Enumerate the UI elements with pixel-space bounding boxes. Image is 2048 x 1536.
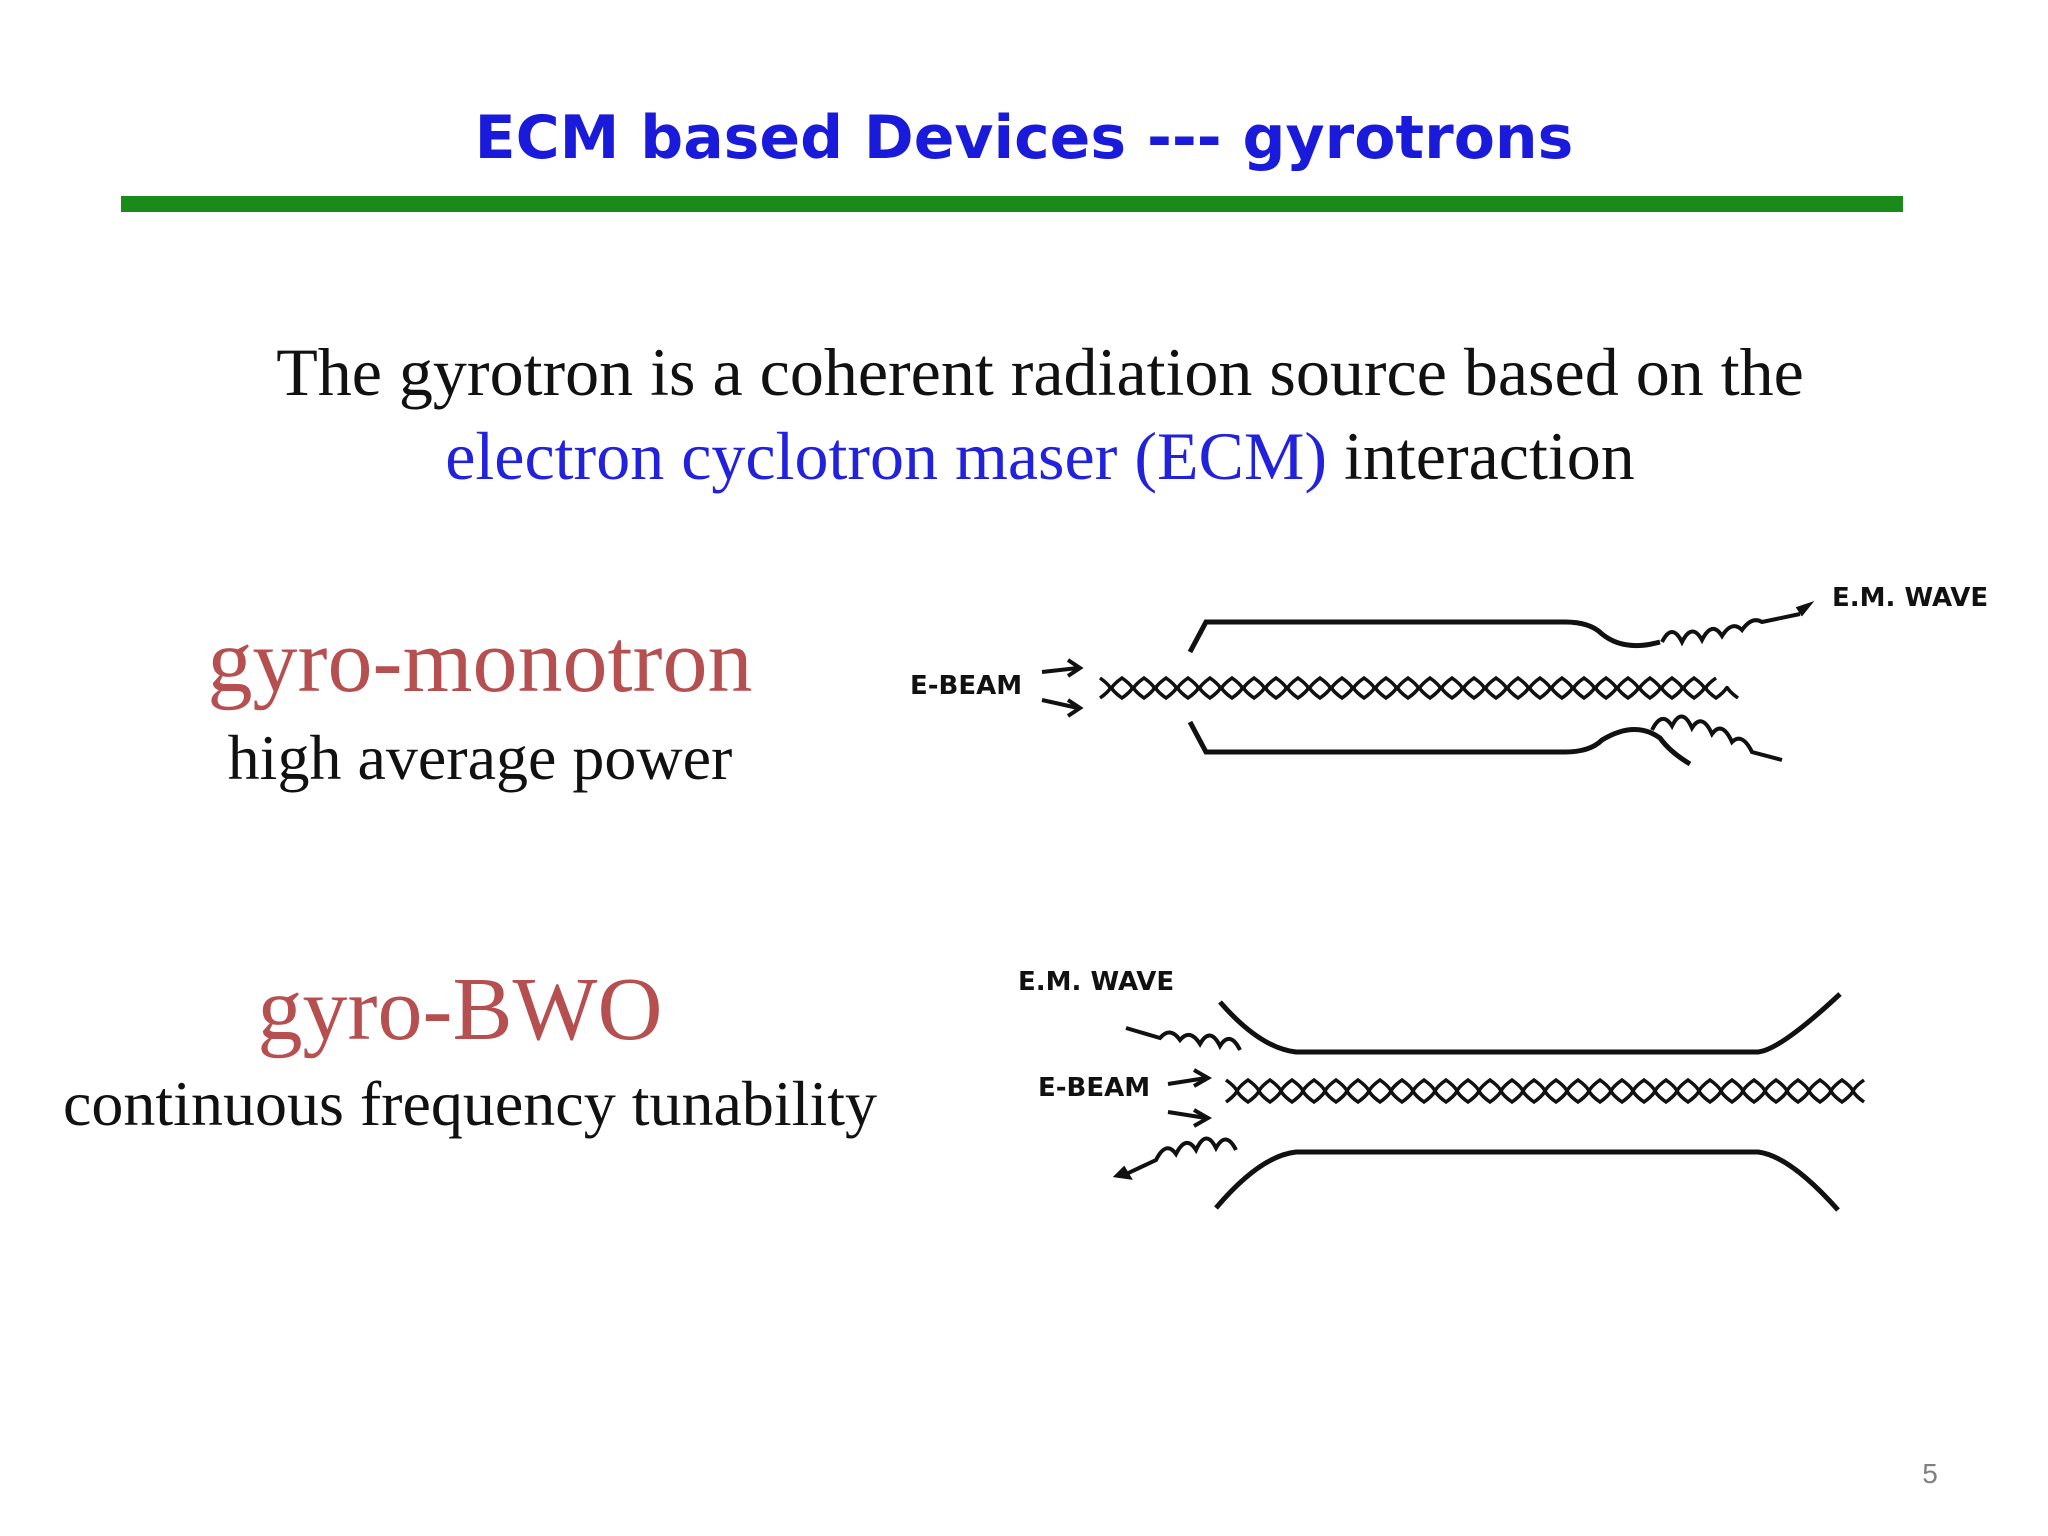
bwo-emwave-label: E.M. WAVE xyxy=(1018,967,1174,997)
intro-line-2: electron cyclotron maser (ECM) interacti… xyxy=(0,414,2048,498)
device-description-monotron: high average power xyxy=(227,722,733,793)
ecm-highlight: electron cyclotron maser (ECM) xyxy=(445,418,1327,494)
intro-line-1: The gyrotron is a coherent radiation sou… xyxy=(276,334,1804,410)
bwo-beam-arrows xyxy=(1167,1068,1213,1128)
bwo-ebeam-label: E-BEAM xyxy=(1038,1073,1150,1103)
title-divider xyxy=(121,196,1903,212)
page-number: 5 xyxy=(1922,1458,1938,1489)
device-name-monotron: gyro-monotron xyxy=(207,612,753,711)
device-description-bwo: continuous frequency tunability xyxy=(62,1068,878,1139)
bwo-beam-helix-lower xyxy=(1224,1089,1866,1105)
monotron-wave-out-top xyxy=(1660,612,1801,647)
bwo-wave-out xyxy=(1125,1026,1242,1051)
intro-text: The gyrotron is a coherent radiation sou… xyxy=(0,330,2048,498)
monotron-emwave-label: E.M. WAVE xyxy=(1832,583,1988,613)
monotron-ebeam-label: E-BEAM xyxy=(910,671,1022,701)
bwo-beam-helix-upper xyxy=(1224,1077,1866,1093)
bwo-waveguide xyxy=(1214,992,1842,1212)
device-name-bwo: gyro-BWO xyxy=(257,960,663,1059)
monotron-waveguide xyxy=(1187,619,1692,767)
monotron-beam-arrows xyxy=(1041,658,1084,718)
slide-title: ECM based Devices --- gyrotrons xyxy=(474,103,1574,173)
bwo-diagram: E.M. WAVE E-BEAM xyxy=(1018,967,1866,1212)
bwo-wave-arrowhead xyxy=(1112,1165,1133,1180)
monotron-beam-helix-lower xyxy=(1098,685,1740,701)
bwo-wave-in xyxy=(1121,1136,1238,1178)
monotron-wave-arrowhead xyxy=(1795,600,1815,617)
monotron-diagram: E-BEAM E.M. WAVE xyxy=(910,583,1988,767)
intro-line-2-rest: interaction xyxy=(1344,418,1635,494)
monotron-beam-helix-upper xyxy=(1098,675,1718,691)
monotron-wave-out-bottom xyxy=(1650,714,1783,762)
